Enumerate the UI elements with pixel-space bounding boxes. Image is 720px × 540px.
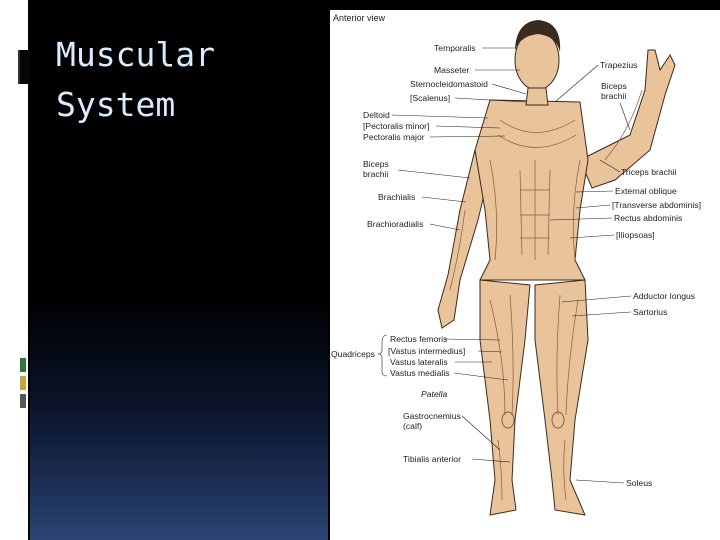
leader-iliopsoas bbox=[569, 234, 615, 239]
leader-brachialis bbox=[421, 196, 467, 203]
leader-soleus bbox=[575, 479, 625, 484]
leader-pectoralis-major bbox=[429, 135, 506, 138]
side-accent-marks bbox=[20, 358, 26, 412]
muscle-striations bbox=[449, 89, 643, 501]
label-trapezius: Trapezius bbox=[600, 60, 637, 70]
accent-mark-gold bbox=[20, 376, 26, 390]
label-vastus-intermedius: [Vastus intermedius] bbox=[388, 346, 465, 356]
slide-title: Muscular System bbox=[56, 35, 215, 124]
muscle-diagram-svg: Anterior view Temporalis Masseter Sterno… bbox=[331, 13, 701, 516]
leader-biceps-left bbox=[397, 169, 471, 179]
label-gastrocnemius: Gastrocnemius(calf) bbox=[403, 411, 461, 431]
leader-external-oblique bbox=[575, 190, 614, 193]
leader-scalenus bbox=[454, 97, 527, 103]
leader-sternocleidomastoid bbox=[491, 83, 527, 95]
content-panel bbox=[30, 0, 328, 540]
label-masseter: Masseter bbox=[434, 65, 469, 75]
label-brachialis: Brachialis bbox=[378, 192, 415, 202]
view-label: Anterior view bbox=[333, 13, 386, 23]
leader-rectus-abdominis bbox=[549, 217, 613, 221]
label-rectus-abdominis: Rectus abdominis bbox=[614, 213, 682, 223]
label-external-oblique: External oblique bbox=[615, 186, 677, 196]
label-triceps: Triceps brachii bbox=[621, 167, 677, 177]
label-pectoralis-major: Pectoralis major bbox=[363, 132, 425, 142]
label-soleus: Soleus bbox=[626, 478, 652, 488]
leader-tibialis-anterior bbox=[471, 458, 511, 463]
label-vastus-medialis: Vastus medialis bbox=[390, 368, 450, 378]
label-deltoid: Deltoid bbox=[363, 110, 390, 120]
label-temporalis: Temporalis bbox=[434, 43, 476, 53]
leader-brachioradialis bbox=[429, 223, 461, 231]
hair bbox=[515, 20, 561, 52]
label-scalenus: [Scalenus] bbox=[410, 93, 450, 103]
leader-rectus-femoris bbox=[444, 338, 501, 341]
muscle-diagram: Anterior view Temporalis Masseter Sterno… bbox=[330, 10, 720, 540]
label-adductor-longus: Adductor longus bbox=[633, 291, 695, 301]
label-pectoralis-minor: [Pectoralis minor] bbox=[363, 121, 429, 131]
leader-vastus-medialis bbox=[453, 372, 509, 381]
quadriceps-brace bbox=[377, 334, 388, 377]
leader-triceps bbox=[599, 159, 621, 173]
leader-deltoid bbox=[391, 114, 489, 119]
right-patella bbox=[551, 411, 565, 429]
label-sternocleidomastoid: Sternocleidomastoid bbox=[410, 79, 488, 89]
label-iliopsoas: [Iliopsoas] bbox=[616, 230, 655, 240]
left-patella bbox=[501, 411, 515, 429]
leader-sartorius bbox=[571, 311, 632, 317]
label-vastus-lateralis: Vastus lateralis bbox=[390, 357, 448, 367]
label-quadriceps: Quadriceps bbox=[331, 349, 375, 359]
accent-mark-gray bbox=[20, 394, 26, 408]
leader-gastrocnemius bbox=[461, 415, 501, 451]
label-rectus-femoris: Rectus femoris bbox=[390, 334, 447, 344]
human-figure bbox=[437, 29, 676, 516]
label-sartorius: Sartorius bbox=[633, 307, 667, 317]
leader-adductor-longus bbox=[561, 295, 632, 303]
leader-vastus-intermedius bbox=[477, 350, 503, 353]
leader-biceps-right bbox=[619, 102, 631, 131]
leader-trapezius bbox=[554, 64, 599, 103]
leader-pectoralis-minor bbox=[435, 125, 501, 129]
label-tibialis-anterior: Tibialis anterior bbox=[403, 454, 461, 464]
title-accent-bar bbox=[18, 50, 30, 84]
label-patella: Patella bbox=[421, 389, 447, 399]
accent-mark-green bbox=[20, 358, 26, 372]
label-brachioradialis: Brachioradialis bbox=[367, 219, 423, 229]
label-transverse-abdominis: [Transverse abdominis] bbox=[612, 200, 701, 210]
leader-transverse-abdominis bbox=[575, 204, 611, 209]
left-rail bbox=[0, 0, 28, 540]
